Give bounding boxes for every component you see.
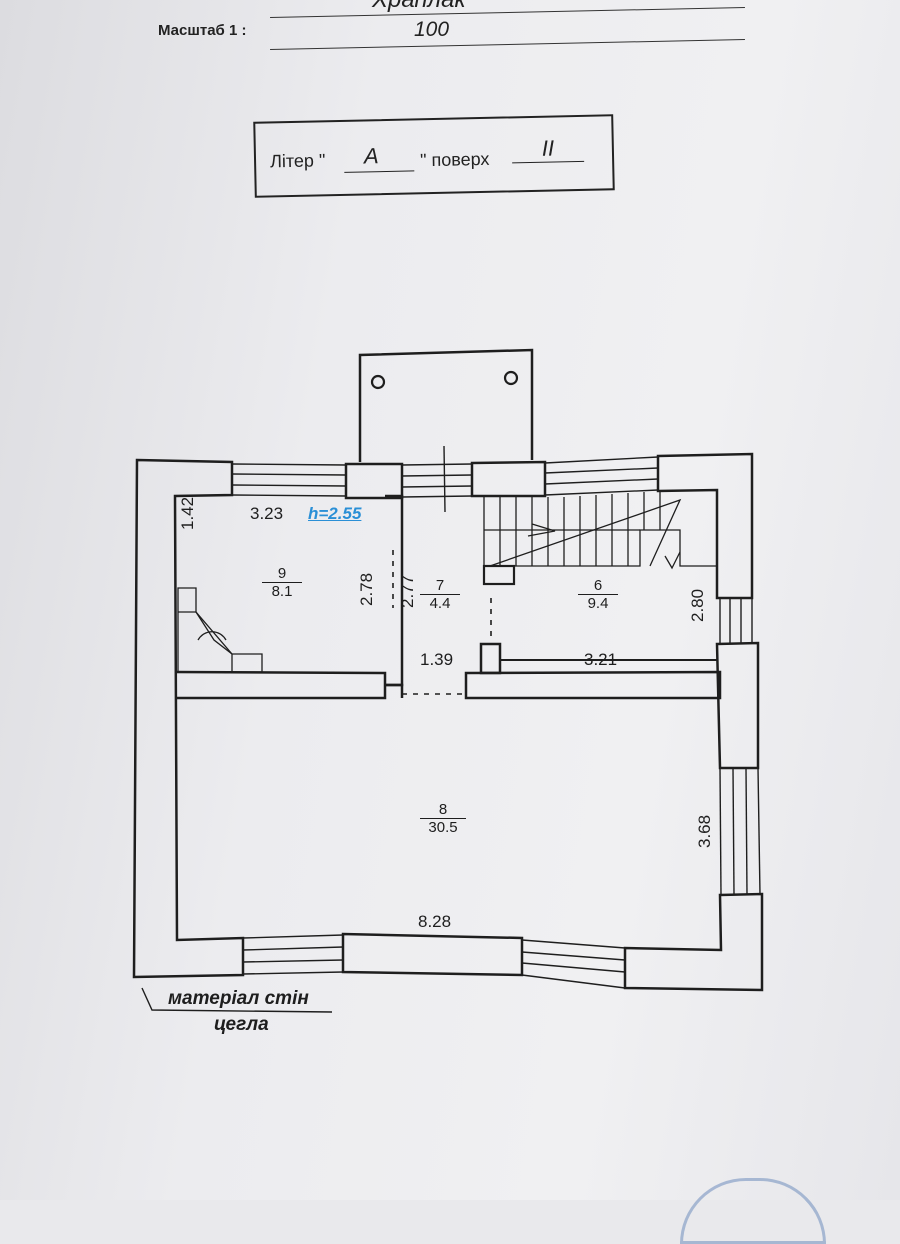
material-leader: [141, 987, 333, 1013]
window-bottom-right: [521, 939, 626, 989]
wall-top-right-corner: [656, 452, 754, 600]
room-6-label: 6 9.4: [578, 578, 618, 612]
scale-value: 100: [414, 18, 450, 41]
dim-1-39: 1.39: [420, 650, 454, 669]
room-7-label: 7 4.4: [420, 578, 460, 612]
window-top-left: [231, 463, 347, 497]
fireplace-arc: [197, 631, 227, 641]
windows: [231, 445, 761, 989]
wall-room8-top-right: [464, 670, 722, 700]
room-8-label: 8 30.5: [420, 802, 466, 836]
footer-lines: [141, 987, 333, 1013]
dim-3-21: 3.21: [584, 650, 618, 669]
scale-label: Масштаб 1 :: [158, 22, 247, 39]
window-top-right: [544, 456, 659, 496]
room-7-number: 7: [420, 578, 460, 595]
balcony-post-right: [503, 370, 519, 386]
wall-left: [132, 458, 245, 979]
room-9-number: 9: [262, 566, 302, 583]
stair-arrow-head: [527, 523, 681, 570]
balcony-door-line: [443, 445, 446, 513]
wall-top-right-pier: [470, 460, 547, 498]
owner-name-partial: Храплак: [372, 0, 466, 14]
room-9-area: 8.1: [271, 583, 293, 600]
room9-fixtures: [177, 587, 263, 673]
door-openings: [392, 550, 492, 695]
room-8-area: 30.5: [428, 819, 458, 836]
room-7-area: 4.4: [429, 595, 451, 612]
room-6-number: 6: [578, 578, 618, 595]
room-9-label: 9 8.1: [262, 566, 302, 600]
corner-fireplace: [177, 587, 263, 673]
wall-corridor-stub: [479, 642, 502, 675]
wall-material-label: матеріал стін: [168, 988, 309, 1009]
balcony-post-left: [370, 374, 386, 390]
stair-treads: [484, 491, 661, 566]
stair-arrow-line: [489, 498, 682, 567]
dim-8-28: 8.28: [418, 912, 452, 931]
window-top-center: [401, 463, 473, 498]
window-right-lower: [719, 767, 761, 896]
staircase: [483, 491, 717, 570]
wall-material-value: цегла: [214, 1014, 269, 1035]
fireplace-inner: [178, 611, 233, 672]
window-right-upper: [719, 598, 753, 644]
room-6-area: 9.4: [587, 595, 609, 612]
dim-3-23: 3.23: [250, 504, 284, 523]
balcony-outline: [358, 348, 534, 462]
height-note: h=2.55: [308, 504, 362, 523]
window-bottom-left: [242, 934, 344, 975]
floor-plan: [132, 348, 764, 992]
room-8-number: 8: [420, 802, 466, 819]
